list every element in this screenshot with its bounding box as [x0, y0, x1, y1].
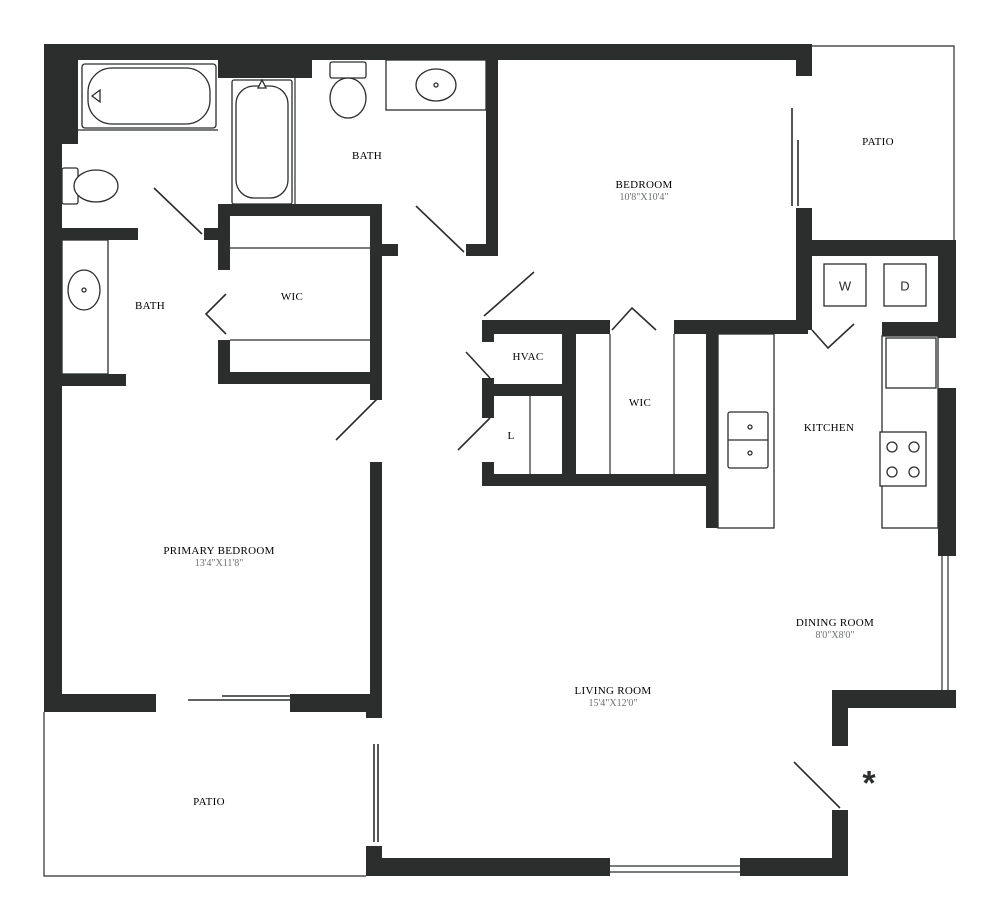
bath-fixtures — [61, 59, 487, 375]
room-name: DINING ROOM — [795, 617, 875, 629]
room-dimensions: 13'4"X11'8" — [194, 558, 244, 569]
room-name: HVAC — [512, 351, 544, 363]
room-dimensions: 15'4"X12'0" — [588, 698, 638, 709]
room-wic-center: WIC — [629, 397, 651, 409]
room-name: PATIO — [862, 136, 894, 148]
room-name: PATIO — [193, 796, 225, 808]
room-kitchen: KITCHEN — [804, 422, 854, 434]
room-linen: L — [507, 430, 514, 442]
closet-shelves — [230, 247, 675, 474]
room-name: BEDROOM — [615, 179, 673, 191]
washer-label: W — [838, 278, 852, 294]
kitchen-fixtures — [717, 263, 939, 529]
room-dimensions: 8'0"X8'0" — [815, 630, 855, 641]
dryer-label: D — [900, 278, 910, 294]
exterior-walls — [44, 44, 956, 876]
room-dining-room: DINING ROOM 8'0"X8'0" — [796, 617, 874, 641]
room-name: L — [507, 430, 515, 442]
room-name: LIVING ROOM — [574, 685, 652, 697]
interior-walls — [62, 60, 938, 718]
entry-star-marker: * — [862, 764, 876, 803]
room-primary-bedroom: PRIMARY BEDROOM 13'4"X11'8" — [163, 545, 274, 569]
room-patio-bottom: PATIO — [193, 796, 225, 808]
room-hvac: HVAC — [513, 351, 544, 363]
room-patio-top: PATIO — [862, 136, 894, 148]
room-wic-left: WIC — [281, 291, 303, 303]
room-bath-left: BATH — [135, 300, 165, 312]
room-dimensions: 10'8"X10'4" — [619, 192, 669, 203]
room-name: WIC — [628, 397, 652, 409]
room-living-room: LIVING ROOM 15'4"X12'0" — [575, 685, 652, 709]
room-name: BATH — [352, 150, 382, 162]
room-bedroom: BEDROOM 10'8"X10'4" — [615, 179, 672, 203]
patio-outlines — [43, 45, 955, 877]
room-name: BATH — [135, 300, 165, 312]
room-bath-top: BATH — [352, 150, 382, 162]
doors — [153, 108, 855, 842]
room-name: WIC — [280, 291, 304, 303]
room-name: PRIMARY BEDROOM — [163, 545, 275, 557]
room-name: KITCHEN — [803, 422, 855, 434]
